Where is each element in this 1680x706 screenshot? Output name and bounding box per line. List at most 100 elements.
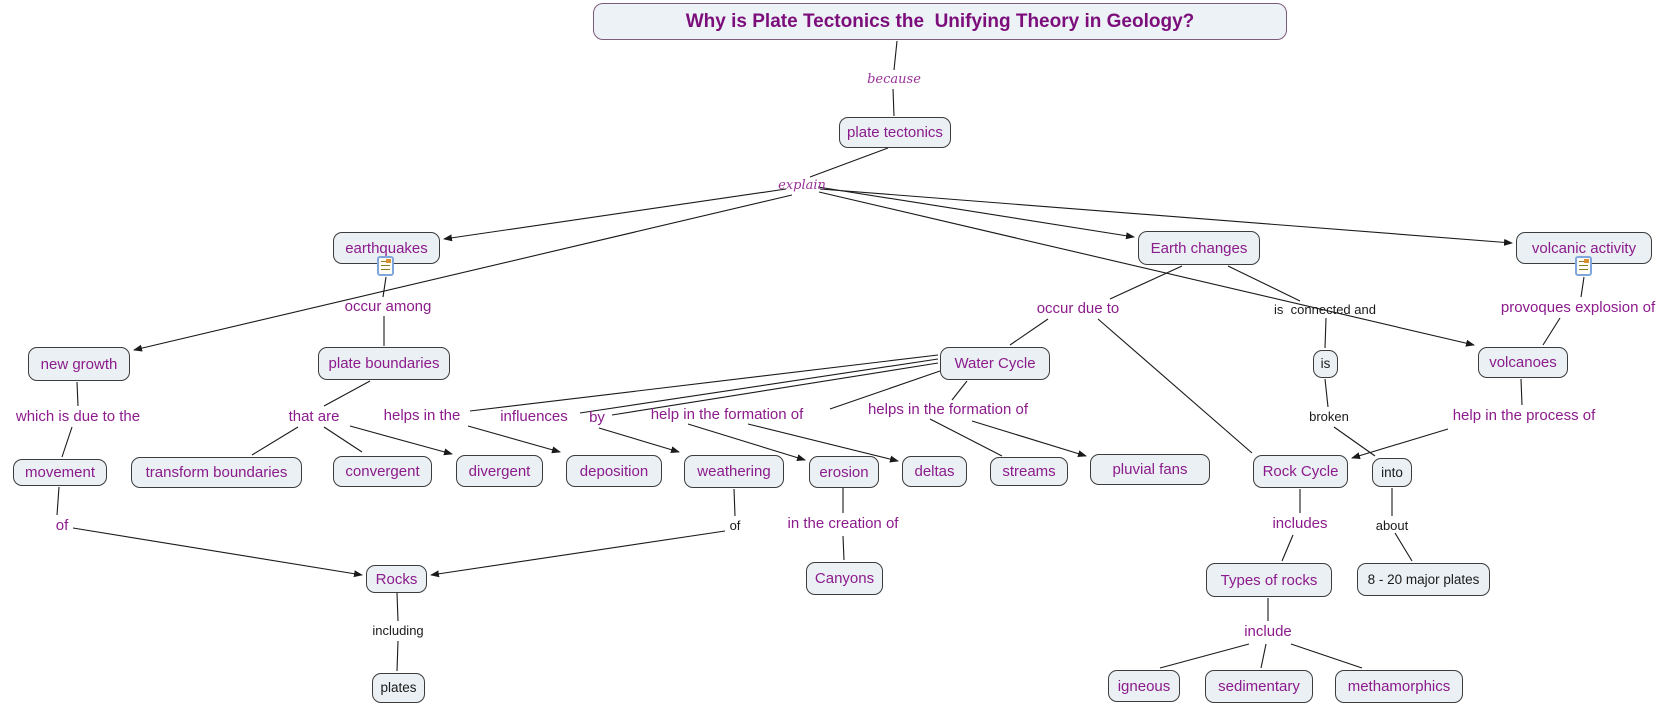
label-includes[interactable]: includes xyxy=(1272,515,1328,532)
connector-line xyxy=(893,40,898,71)
node-streams[interactable]: streams xyxy=(990,457,1068,486)
node-sedimentary[interactable]: sedimentary xyxy=(1205,670,1313,703)
node-divergent[interactable]: divergent xyxy=(456,455,543,487)
connector-line xyxy=(842,535,845,561)
connector-line xyxy=(951,380,968,401)
connector-line xyxy=(443,188,787,242)
connector-line xyxy=(1227,265,1301,302)
connector-line xyxy=(1097,318,1253,454)
connector-line xyxy=(1333,426,1376,457)
node-plate-boundaries[interactable]: plate boundaries xyxy=(318,347,450,380)
connector-line xyxy=(1159,643,1250,669)
connector-line xyxy=(396,640,399,672)
label-in-the-creation-of[interactable]: in the creation of xyxy=(787,515,899,532)
node-methamorphics[interactable]: methamorphics xyxy=(1335,670,1463,703)
connector-line xyxy=(1520,378,1523,406)
connector-line xyxy=(251,426,299,456)
connector-line xyxy=(747,423,899,463)
node-water-cycle[interactable]: Water Cycle xyxy=(940,347,1050,380)
label-helps-in-the[interactable]: helps in the xyxy=(383,407,461,424)
connector-line xyxy=(72,527,363,578)
node-erosion[interactable]: erosion xyxy=(809,456,879,488)
node-plate-tectonics[interactable]: plate tectonics xyxy=(839,117,951,148)
connector-line xyxy=(687,423,806,461)
connector-line xyxy=(818,191,1475,347)
connector-line xyxy=(323,426,363,453)
label-of-weathering[interactable]: of xyxy=(729,518,741,533)
label-helps-in-the-formation-of[interactable]: helps in the formation of xyxy=(867,401,1029,418)
volcanic-activity-note-icon[interactable] xyxy=(1575,256,1592,276)
connector-line xyxy=(396,592,399,622)
node-igneous[interactable]: igneous xyxy=(1108,670,1180,702)
label-provoques-explosion-of[interactable]: provoques explosion of xyxy=(1500,299,1656,316)
node-earth-changes[interactable]: Earth changes xyxy=(1138,231,1260,265)
node-new-growth[interactable]: new growth xyxy=(28,347,130,381)
label-help-in-the-formation-of[interactable]: help in the formation of xyxy=(650,406,804,423)
connector-line xyxy=(323,380,371,407)
connector-line xyxy=(349,425,453,456)
connector-line xyxy=(817,186,1135,240)
connector-line xyxy=(829,370,941,410)
node-major-plates[interactable]: 8 - 20 major plates xyxy=(1357,563,1490,596)
connector-line xyxy=(819,188,1513,246)
node-types-of-rocks[interactable]: Types of rocks xyxy=(1206,563,1332,597)
label-which-is-due-to-the[interactable]: which is due to the xyxy=(15,408,141,425)
label-occur-due-to[interactable]: occur due to xyxy=(1036,300,1120,317)
node-rocks[interactable]: Rocks xyxy=(366,565,427,593)
node-plates[interactable]: plates xyxy=(372,673,425,703)
node-is[interactable]: is xyxy=(1313,350,1338,378)
node-into[interactable]: into xyxy=(1372,458,1412,487)
connector-line xyxy=(971,420,1087,457)
label-by[interactable]: by xyxy=(589,409,605,426)
node-convergent[interactable]: convergent xyxy=(333,456,432,487)
connector-line xyxy=(467,425,561,454)
connector-line xyxy=(1324,378,1329,408)
connector-line xyxy=(1542,317,1561,346)
label-because[interactable]: because xyxy=(867,72,921,87)
earthquakes-note-icon[interactable] xyxy=(377,256,394,276)
connector-line xyxy=(1281,534,1294,562)
connector-line xyxy=(1394,532,1413,562)
label-explain[interactable]: explain xyxy=(778,178,826,193)
connector-line xyxy=(892,88,895,117)
node-canyons[interactable]: Canyons xyxy=(806,562,883,595)
connector-line xyxy=(469,354,939,412)
connector-line xyxy=(579,358,939,414)
label-influences[interactable]: influences xyxy=(500,408,568,425)
connector-line xyxy=(1351,428,1449,460)
node-transform-boundaries[interactable]: transform boundaries xyxy=(131,457,302,488)
connector-line xyxy=(598,427,680,454)
label-help-in-the-process-of[interactable]: help in the process of xyxy=(1452,407,1596,424)
connector-line xyxy=(611,362,939,416)
title-node[interactable]: Why is Plate Tectonics the Unifying Theo… xyxy=(593,3,1287,40)
connector-line xyxy=(56,486,60,516)
connector-line xyxy=(1580,276,1585,298)
connector-line xyxy=(76,381,79,407)
label-occur-among[interactable]: occur among xyxy=(344,298,432,315)
connector-line xyxy=(929,418,1003,457)
node-deposition[interactable]: deposition xyxy=(566,455,662,487)
label-is-connected-and[interactable]: is connected and xyxy=(1274,302,1376,317)
connector-line xyxy=(733,488,736,517)
label-that-are[interactable]: that are xyxy=(288,408,340,425)
connector-line xyxy=(1290,643,1363,669)
connector-line xyxy=(1009,318,1049,346)
connector-line xyxy=(133,194,793,352)
label-include[interactable]: include xyxy=(1244,623,1292,640)
node-deltas[interactable]: deltas xyxy=(902,456,967,487)
node-weathering[interactable]: weathering xyxy=(684,455,784,488)
label-broken[interactable]: broken xyxy=(1309,409,1349,424)
node-earthquakes[interactable]: earthquakes xyxy=(333,232,440,264)
connector-line xyxy=(430,530,726,578)
node-volcanoes[interactable]: volcanoes xyxy=(1478,347,1568,378)
label-of-movement[interactable]: of xyxy=(55,517,69,534)
label-about[interactable]: about xyxy=(1375,518,1409,533)
connector-line xyxy=(382,276,387,298)
node-movement[interactable]: movement xyxy=(13,459,107,486)
connector-line xyxy=(61,426,73,458)
node-pluvial-fans[interactable]: pluvial fans xyxy=(1090,454,1210,485)
connector-line xyxy=(1109,265,1183,300)
label-including[interactable]: including xyxy=(372,623,424,638)
node-rock-cycle[interactable]: Rock Cycle xyxy=(1253,455,1348,488)
